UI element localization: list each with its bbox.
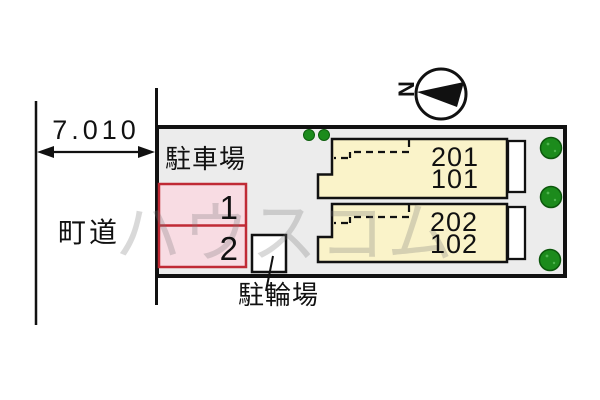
bicycle-label-leader-line [265,255,274,292]
dimension-value: 7.010 [52,115,140,145]
dimension-arrowhead-left [37,146,54,158]
tree-3-canopy [538,248,562,272]
compass-needle-icon [417,82,464,107]
tree-2 [539,185,563,209]
tree-speckle [553,149,557,153]
bicycle-parking-label: 駐輪場 [238,280,320,310]
unit-2-room-upper: 202 [429,207,479,237]
unit-1-room-upper: 201 [430,142,480,172]
unit-2-dashed-partition [334,205,411,225]
shrub-dot-1 [303,129,315,141]
building-unit-1 [316,137,509,200]
unit-1-room-lower: 101 [430,163,480,194]
tree-speckle [546,191,550,195]
parking-space-2-number: 2 [219,230,238,267]
tree-2-canopy [539,185,563,209]
road-label: 町道 [58,217,121,248]
parking-area-label: 駐車場 [165,144,247,174]
building-unit-2 [316,202,509,264]
dimension-arrow [37,146,155,158]
compass [414,67,468,121]
parking-space-1-number: 1 [219,189,238,226]
balcony-unit-2 [506,205,527,261]
balcony-unit-1 [506,139,527,194]
tree-speckle [552,261,556,265]
compass-north-label: N [394,81,419,97]
tree-1-canopy [539,136,563,160]
unit-1-room-numbers: 201 101 [420,142,490,194]
dimension-arrowhead-right [138,146,155,158]
unit-2-room-lower: 102 [429,228,479,259]
shrub-dot-2 [318,129,330,141]
bicycle-parking-square [250,233,288,274]
tree-speckle [545,254,549,258]
unit-1-dashed-partition [334,140,411,160]
tree-3 [538,248,562,272]
tree-1 [539,136,563,160]
tree-speckle [546,142,550,146]
tree-speckle [553,198,557,202]
unit-2-room-numbers: 202 102 [419,207,489,259]
